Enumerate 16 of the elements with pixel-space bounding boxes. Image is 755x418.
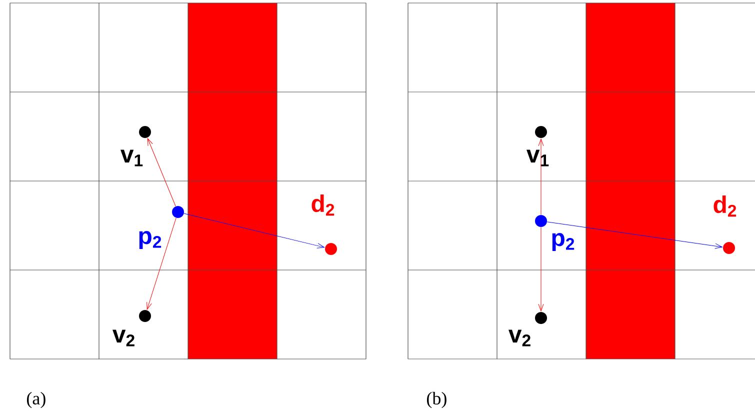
- point-label: d$_{2}$: [714, 195, 736, 217]
- arrow: [147, 138, 176, 207]
- arrow: [546, 222, 722, 249]
- point-label: v$_{1}$: [526, 150, 549, 166]
- arrow: [538, 138, 544, 216]
- arrow: [146, 218, 176, 310]
- point-label: v$_{2}$: [508, 330, 530, 346]
- point-label: p$_{2}$: [139, 231, 162, 249]
- point-label: v$_{2}$: [112, 330, 134, 346]
- panel-label: (b): [427, 392, 446, 408]
- arrow: [184, 213, 324, 248]
- point-label: v$_{1}$: [120, 150, 143, 166]
- point-label: p$_{2}$: [552, 233, 574, 251]
- point-label: d$_{2}$: [312, 194, 334, 216]
- arrow: [538, 226, 544, 312]
- panel-label: (a): [26, 392, 46, 408]
